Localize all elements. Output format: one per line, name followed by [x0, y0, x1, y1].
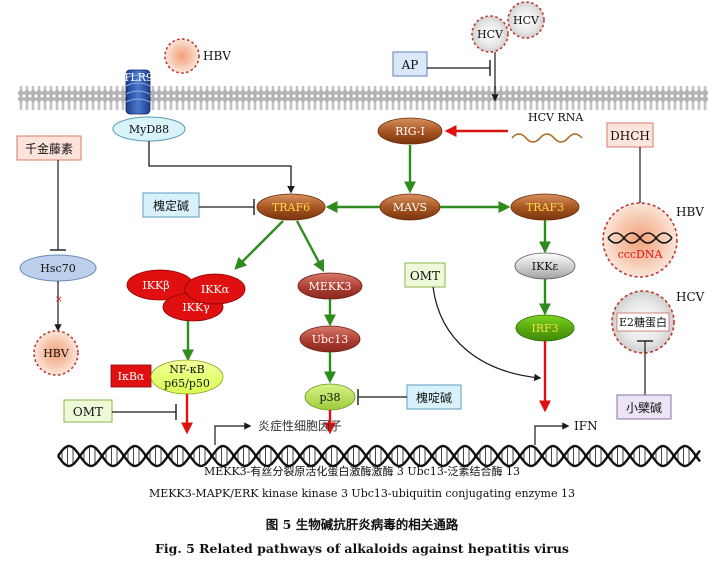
- ifn-promoter-arrow: [534, 422, 570, 445]
- ikkb-label: IKKβ: [142, 279, 169, 292]
- cccdna-helix: [607, 232, 673, 244]
- mekk3-label: MEKK3: [309, 280, 352, 293]
- traf6-node: [256, 193, 326, 221]
- xiaobojian-box: [616, 394, 672, 420]
- qianjin-box: [16, 135, 82, 161]
- caption-figure-en: Fig. 5 Related pathways of alkaloids aga…: [155, 541, 569, 556]
- omt-ifn-arrow: [432, 286, 542, 382]
- hcv-rna-wave: [511, 133, 583, 143]
- cytokine-promoter-arrow: [214, 422, 252, 445]
- virus-hcv-1: [471, 15, 509, 53]
- omt-left-box: [63, 399, 113, 423]
- ap-box: [392, 51, 428, 77]
- dna-strand-a: [57, 444, 701, 468]
- ikke-label: IKKε: [532, 260, 559, 273]
- rigi-node: [377, 117, 443, 145]
- caption-figure-cn: 图 5 生物碱抗肝炎病毒的相关通路: [266, 517, 459, 532]
- virus-hbv-right: [602, 202, 678, 278]
- hbv-left-label: HBV: [43, 347, 70, 360]
- ubc13-label: Ubc13: [312, 333, 348, 346]
- huaidingjian-label: 槐啶碱: [416, 390, 452, 405]
- hcv-1-label: HCV: [477, 28, 504, 41]
- hbv-right-label: HBV: [676, 205, 704, 219]
- ikka-label: IKKα: [201, 283, 230, 296]
- irf3-label: IRF3: [531, 322, 558, 335]
- mavs-label: MAVS: [393, 201, 427, 214]
- cell-membrane: [18, 86, 708, 110]
- qianjin-label: 千金藤素: [25, 141, 73, 156]
- tlr9-label: TLR9: [123, 71, 153, 84]
- caption-abbr-en: MEKK3-MAPK/ERK kinase kinase 3 Ubc13-ubi…: [149, 487, 575, 500]
- nfkb-label-line2: p65/p50: [164, 377, 210, 390]
- guiding-box: [142, 192, 200, 218]
- hcv-right-label: HCV: [676, 290, 705, 304]
- p38-label: p38: [319, 391, 340, 404]
- ikka-node: [184, 273, 246, 305]
- hsc70-cross-mark: ×: [55, 295, 63, 305]
- omt-mid-label: OMT: [410, 269, 440, 283]
- ikkg-label: IKKγ: [182, 301, 210, 314]
- ifn-label: IFN: [574, 419, 598, 433]
- virus-hbv-left: [33, 330, 79, 376]
- huaidingjian-box: [406, 384, 462, 410]
- nfkb-label-line1: NF-κB: [169, 363, 204, 376]
- dna-helix: [57, 444, 701, 468]
- hcv-rna-label: HCV RNA: [528, 111, 584, 124]
- virus-hbv-top: [164, 38, 200, 74]
- myd88-label: MyD88: [129, 123, 169, 136]
- traf3-label: TRAF3: [526, 201, 564, 214]
- traf6-ikk-arrow: [234, 220, 284, 270]
- caption-abbr-cn: MEKK3-有丝分裂原活化蛋白激酶激酶 3 Ubc13-泛素结合酶 13: [204, 464, 520, 478]
- ap-label: AP: [401, 58, 419, 72]
- hcv-2-label: HCV: [513, 14, 540, 27]
- cccdna-label: cccDNA: [618, 248, 664, 261]
- ikba-label: IκBα: [118, 370, 145, 383]
- dhch-label: DHCH: [610, 129, 650, 143]
- cytokine-label: 炎症性细胞因子: [258, 418, 342, 433]
- xiaobojian-label: 小檗碱: [626, 400, 662, 415]
- guiding-label: 槐定碱: [153, 198, 189, 213]
- omt-left-label: OMT: [73, 405, 103, 419]
- traf6-mekk3-arrow: [295, 220, 325, 273]
- omt-mid-box: [404, 262, 446, 288]
- dna-strand-b: [57, 444, 701, 468]
- myd88-traf6-arrow: [148, 141, 295, 194]
- rigi-label: RIG-I: [395, 125, 425, 138]
- e2-box: [616, 312, 670, 332]
- e2-label: E2糖蛋白: [619, 315, 667, 329]
- traf6-label: TRAF6: [272, 201, 310, 214]
- dhch-box: [606, 122, 654, 148]
- virus-hcv-2: [507, 1, 545, 39]
- hbv-top-label: HBV: [203, 49, 231, 63]
- tlr9-receptor: [125, 69, 151, 115]
- hsc70-label: Hsc70: [40, 262, 75, 275]
